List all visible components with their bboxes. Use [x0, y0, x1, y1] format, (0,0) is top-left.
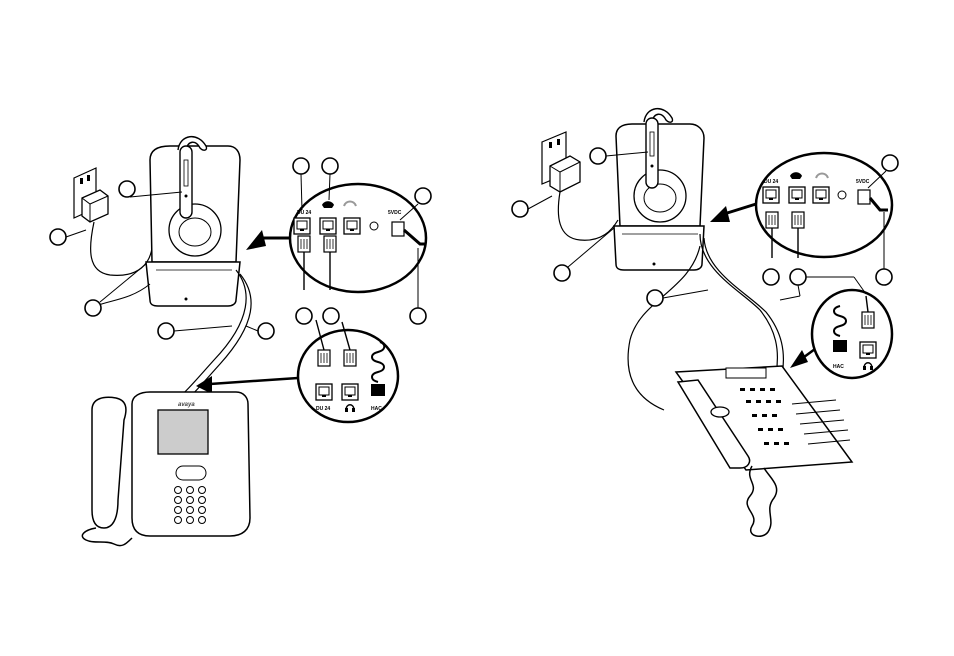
- port-label-dc-right: 5VDC: [856, 179, 870, 185]
- base-rear-panel-callout: DU 24 5VDC: [246, 184, 426, 292]
- phone-jacks-callout-right: HAC: [790, 290, 892, 378]
- callout-plug-b: [323, 308, 339, 324]
- handset-coiled-cord-right: [747, 466, 777, 536]
- phone-handset: [92, 397, 126, 528]
- callout-dc-plug: [410, 308, 426, 324]
- port-label-du24-right: DU 24: [764, 179, 778, 185]
- telephone-cord-right: [700, 234, 777, 374]
- right-setup: DU 24 5VDC: [512, 109, 898, 537]
- callout-dc-right: [882, 155, 898, 171]
- handset-jack: [344, 218, 360, 234]
- callout-plug-a-right: [763, 269, 779, 285]
- base-rear-panel-callout-right: DU 24 5VDC: [710, 153, 892, 258]
- callout-cord-right: [647, 290, 663, 306]
- power-cord-right: [558, 192, 618, 240]
- left-setup: DU 24 5VDC: [50, 137, 431, 546]
- callout-dc: [415, 188, 431, 204]
- desk-phone: avaya: [82, 392, 250, 546]
- power-cord-base: [96, 284, 150, 306]
- callout-dc-plug-right: [876, 269, 892, 285]
- phone-brand-logo: avaya: [178, 402, 195, 408]
- callout-headset: [119, 181, 135, 197]
- phone-du24-jack: [316, 384, 332, 400]
- phone-port-label-hac: HAC: [371, 406, 382, 412]
- du24-jack: [294, 218, 310, 234]
- callout-cord-b: [258, 323, 274, 339]
- telephone-cord-right-2: [704, 238, 783, 376]
- telephone-jack: [320, 218, 336, 234]
- power-cord: [91, 222, 152, 275]
- callout-adapter: [50, 229, 66, 245]
- port-label-du24: DU 24: [297, 210, 311, 216]
- phone-port-label-hac-right: HAC: [833, 364, 844, 370]
- callout-du24: [293, 158, 309, 174]
- callout-headset-right: [590, 148, 606, 164]
- phone-headset-jack: [342, 384, 358, 400]
- base-station: [146, 146, 240, 306]
- phone-port-label-du24: DU 24: [316, 406, 330, 412]
- callout-telephone: [322, 158, 338, 174]
- callout-adapter-right: [512, 201, 528, 217]
- callout-base-right: [554, 265, 570, 281]
- base-station-right: [614, 124, 704, 270]
- callout-plug-b-right: [790, 269, 806, 285]
- callout-plug-a: [296, 308, 312, 324]
- port-label-dc: 5VDC: [388, 210, 402, 216]
- callout-cord-a: [158, 323, 174, 339]
- callout-base: [85, 300, 101, 316]
- handset-coiled-cord: [82, 528, 132, 546]
- desk-phone-right: [676, 366, 852, 536]
